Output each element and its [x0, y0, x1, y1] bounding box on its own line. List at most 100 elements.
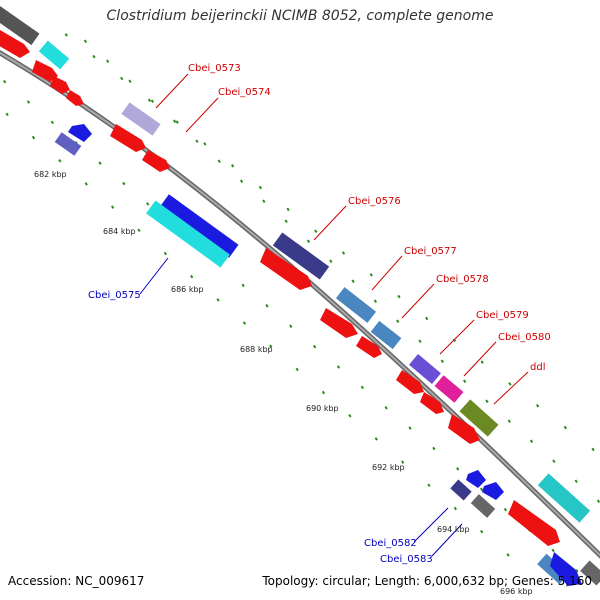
- tick-mark: [360, 385, 364, 390]
- gene-feature-red-4[interactable]: [66, 90, 84, 106]
- tick-mark: [418, 339, 422, 343]
- gene-feature-cbei-0578[interactable]: [370, 320, 402, 350]
- gene-label-cbei-0582[interactable]: Cbei_0582: [364, 538, 417, 549]
- gene-leader-lines-blue: [139, 257, 463, 557]
- gene-feature-red-13[interactable]: [508, 500, 560, 546]
- kbp-label: 686 kbp: [171, 285, 204, 294]
- tick-mark: [306, 239, 311, 243]
- tick-mark: [321, 390, 326, 395]
- tick-mark: [313, 344, 317, 349]
- gene-feature-red-11[interactable]: [420, 392, 444, 414]
- gene-feature-cbei-0575[interactable]: [146, 200, 230, 268]
- gene-label-cbei-0574[interactable]: Cbei_0574: [218, 87, 271, 98]
- tick-mark: [456, 467, 460, 471]
- gene-label-cbei-0578[interactable]: Cbei_0578: [436, 274, 489, 285]
- tick-mark: [147, 98, 152, 103]
- gene-feature-red-9[interactable]: [356, 336, 382, 358]
- gene-feature-blue-4[interactable]: [550, 552, 582, 586]
- gene-feature-blue-1[interactable]: [68, 124, 92, 142]
- gene-label-cbei-0576[interactable]: Cbei_0576: [348, 196, 401, 207]
- gene-label-ddl[interactable]: ddl: [530, 362, 545, 373]
- tick-mark: [480, 529, 484, 534]
- tick-mark: [453, 506, 457, 511]
- tick-mark: [163, 251, 167, 256]
- gene-feature-blue-2[interactable]: [466, 470, 486, 488]
- gene-feature-cbei-0576[interactable]: [272, 232, 330, 280]
- tick-mark: [150, 99, 154, 103]
- tick-mark: [50, 120, 54, 125]
- gene-feature-cbei-0582[interactable]: [450, 479, 472, 501]
- gene-feature-cbei-0573[interactable]: [121, 102, 161, 136]
- tick-mark: [230, 163, 235, 168]
- tick-mark: [373, 299, 378, 303]
- gene-feature-blue-long[interactable]: [159, 194, 239, 258]
- gene-feature-red-5[interactable]: [110, 124, 146, 152]
- gene-feature-cbei-0583[interactable]: [470, 494, 496, 518]
- gene-label-cbei-0573[interactable]: Cbei_0573: [188, 63, 241, 74]
- tick-mark: [203, 142, 207, 146]
- gene-feature-red-2[interactable]: [32, 60, 58, 82]
- gene-feature-red-1[interactable]: [0, 30, 30, 58]
- tick-mark: [479, 487, 484, 492]
- tick-mark: [216, 298, 220, 302]
- genome-backbone-highlight: [0, 51, 600, 557]
- gene-label-cbei-0579[interactable]: Cbei_0579: [476, 310, 529, 321]
- tick-mark: [427, 483, 431, 488]
- gene-feature-slate-1[interactable]: [54, 132, 82, 156]
- gene-feature-cbei-0579[interactable]: [409, 353, 441, 385]
- tick-mark: [239, 179, 244, 183]
- gene-feature-red-12[interactable]: [448, 414, 480, 444]
- gene-feature-teal-1[interactable]: [537, 473, 591, 523]
- gene-feature-gray-2[interactable]: [580, 560, 600, 586]
- tick-mark: [262, 199, 266, 203]
- gene-feature-red-6[interactable]: [142, 150, 170, 172]
- tick-mark: [551, 548, 555, 553]
- tick-mark: [258, 185, 262, 190]
- gene-label-cbei-0575[interactable]: Cbei_0575: [88, 290, 141, 301]
- tick-mark: [295, 367, 299, 372]
- gene-feature-blue-3[interactable]: [482, 482, 504, 500]
- gene-label-cbei-0583[interactable]: Cbei_0583: [380, 554, 433, 565]
- gene-feature-ddl[interactable]: [459, 399, 499, 437]
- tick-mark: [596, 499, 600, 503]
- tick-mark: [485, 399, 489, 403]
- tick-mark: [286, 207, 290, 212]
- gene-feature-red-8[interactable]: [320, 308, 358, 338]
- tick-mark: [552, 459, 556, 463]
- tick-mark: [336, 365, 341, 369]
- gene-label-cbei-0580[interactable]: Cbei_0580: [498, 332, 551, 343]
- tick-mark: [284, 219, 288, 223]
- tick-mark: [110, 205, 115, 209]
- gene-feature-red-7[interactable]: [260, 248, 312, 290]
- tick-mark: [408, 426, 412, 430]
- tick-mark: [480, 360, 484, 364]
- gene-feature-cyan-1[interactable]: [38, 40, 70, 70]
- gene-feature-gray-1[interactable]: [0, 4, 40, 46]
- gene-label-cbei-0577[interactable]: Cbei_0577: [404, 246, 457, 257]
- tick-mark: [507, 419, 511, 423]
- tick-mark: [506, 553, 510, 557]
- kbp-labels: 682 kbp 684 kbp 686 kbp 688 kbp 690 kbp …: [34, 170, 533, 596]
- tick-mark: [351, 279, 355, 283]
- tick-mark: [329, 259, 333, 263]
- tick-mark: [242, 321, 247, 325]
- genome-backbone: [0, 50, 600, 559]
- gene-feature-red-3[interactable]: [50, 76, 70, 94]
- gene-feature-cbei-0580[interactable]: [434, 375, 464, 403]
- tick-mark: [575, 569, 579, 573]
- tick-mark: [396, 319, 400, 323]
- tick-mark: [58, 158, 62, 163]
- gene-feature-cbei-0577[interactable]: [335, 287, 377, 323]
- tick-mark: [432, 446, 436, 451]
- tick-mark: [341, 251, 346, 255]
- tick-mark: [574, 479, 578, 483]
- tick-mark: [128, 79, 132, 83]
- kbp-label: 682 kbp: [34, 170, 67, 179]
- tick-mark: [83, 39, 88, 43]
- tick-mark: [384, 405, 388, 410]
- tick-mark: [3, 79, 7, 84]
- tick-mark: [369, 273, 373, 277]
- gene-feature-red-10[interactable]: [396, 370, 424, 394]
- gene-features: [0, 4, 600, 586]
- tick-mark: [137, 228, 141, 233]
